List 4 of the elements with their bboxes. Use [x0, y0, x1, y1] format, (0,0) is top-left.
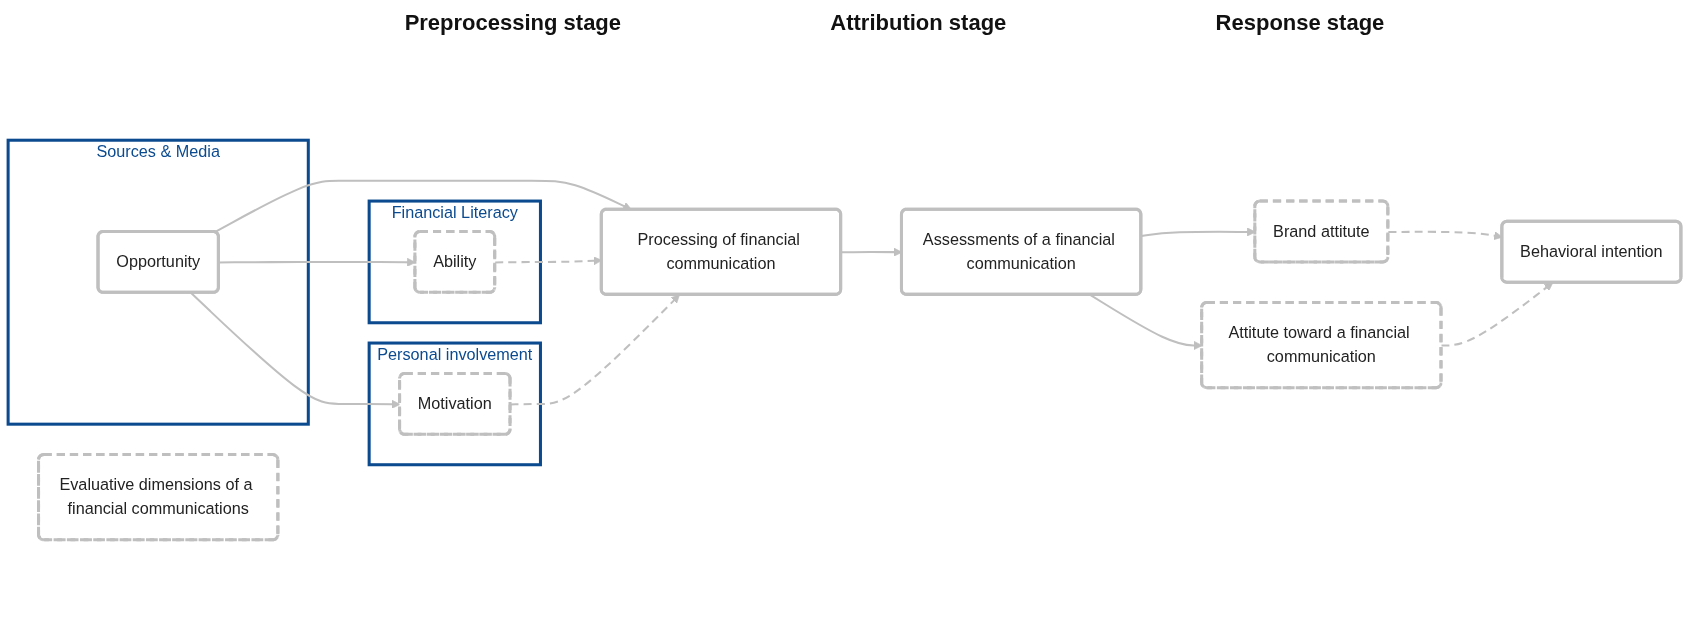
stage-heading: Response stage: [1215, 10, 1385, 37]
stage-heading: Preprocessing stage: [404, 10, 622, 37]
arrow: [214, 179, 632, 233]
stage-heading: Attribution stage: [830, 10, 1007, 37]
